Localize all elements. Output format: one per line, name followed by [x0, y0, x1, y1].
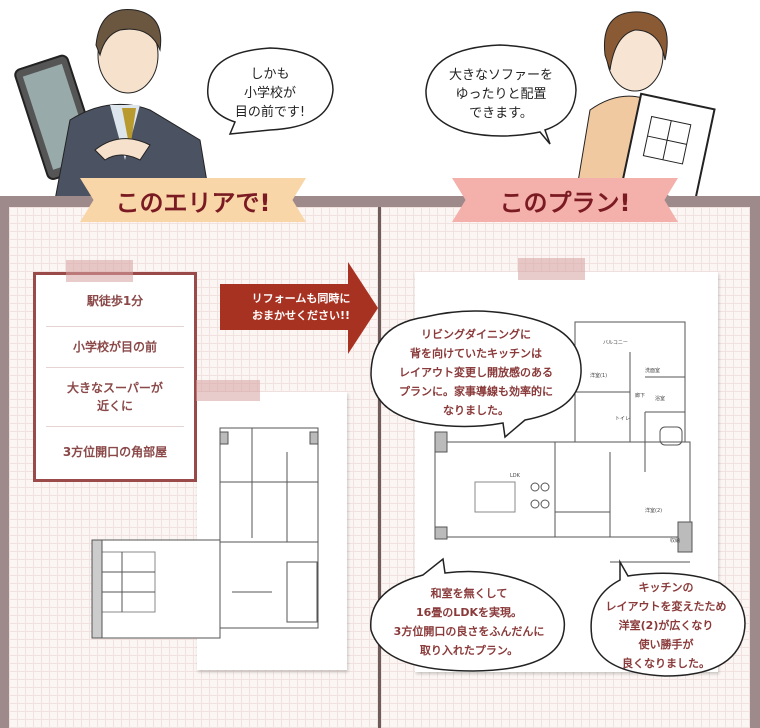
label-balcony: バルコニー — [603, 340, 628, 346]
label-bath: 浴室 — [655, 395, 665, 402]
area-banner: このエリアで! — [80, 178, 306, 222]
tape — [196, 380, 260, 401]
label-western2: 洋室(2) — [645, 507, 662, 514]
feature-item: 3方位開口の角部屋 — [62, 445, 168, 459]
reform-arrow: リフォームも同時に おまかせください!! — [220, 262, 378, 354]
label-toilet: トイレ — [615, 416, 630, 422]
label-storage: 収納 — [670, 537, 680, 544]
saleswoman-illustration — [574, 11, 716, 200]
tape — [66, 260, 133, 282]
tape — [518, 258, 585, 280]
arrow-label: リフォームも同時に おまかせください!! — [251, 292, 351, 322]
feature-item: 駅徒歩1分 — [46, 275, 184, 327]
plan-banner: このプラン! — [452, 178, 678, 222]
speech-text: キッチンの レイアウトを変えたため 洋室(2)が広くなり 使い勝手が 良くなりま… — [605, 580, 727, 670]
salesman-illustration — [14, 8, 211, 200]
speech-text: 大きなソファーを ゆったりと配置 できます。 — [448, 67, 553, 121]
feature-item: 大きなスーパーが 近くに — [46, 368, 184, 427]
area-features-list: 駅徒歩1分 小学校が目の前 大きなスーパーが 近くに 3方位開口の角部屋 — [33, 272, 197, 482]
label-ldk: LDK — [510, 473, 521, 479]
speech-bubble-ldk: 和室を無くして 16畳のLDKを実現。 3方位開口の良さをふんだんに 取り入れた… — [363, 555, 575, 677]
panel-divider — [378, 207, 381, 728]
speech-bubble-saleswoman: 大きなソファーを ゆったりと配置 できます。 — [420, 40, 582, 148]
speech-text: しかも 小学校が 目の前です! — [234, 66, 306, 120]
speech-text: リビングダイニングに 背を向けていたキッチンは レイアウト変更し開放感のある プ… — [399, 328, 553, 417]
feature-item: 小学校が目の前 — [46, 327, 184, 368]
speech-text: 和室を無くして 16畳のLDKを実現。 3方位開口の良さをふんだんに 取り入れた… — [393, 587, 545, 657]
speech-bubble-kitchen-layout: リビングダイニングに 背を向けていたキッチンは レイアウト変更し開放感のある プ… — [365, 305, 587, 440]
before-floorplan — [91, 427, 319, 639]
label-western1: 洋室(1) — [590, 372, 607, 379]
after-floorplan: LDK 洋室(2) 洋室(1) バルコニー 洗面室 浴室 トイレ 廊下 収納 — [434, 321, 693, 563]
speech-bubble-salesman: しかも 小学校が 目の前です! — [200, 42, 340, 144]
label-hall: 廊下 — [635, 392, 645, 399]
speech-bubble-western-room: キッチンの レイアウトを変えたため 洋室(2)が広くなり 使い勝手が 良くなりま… — [580, 558, 752, 680]
label-washroom: 洗面室 — [645, 367, 660, 374]
before-floorplan-card — [91, 392, 347, 670]
